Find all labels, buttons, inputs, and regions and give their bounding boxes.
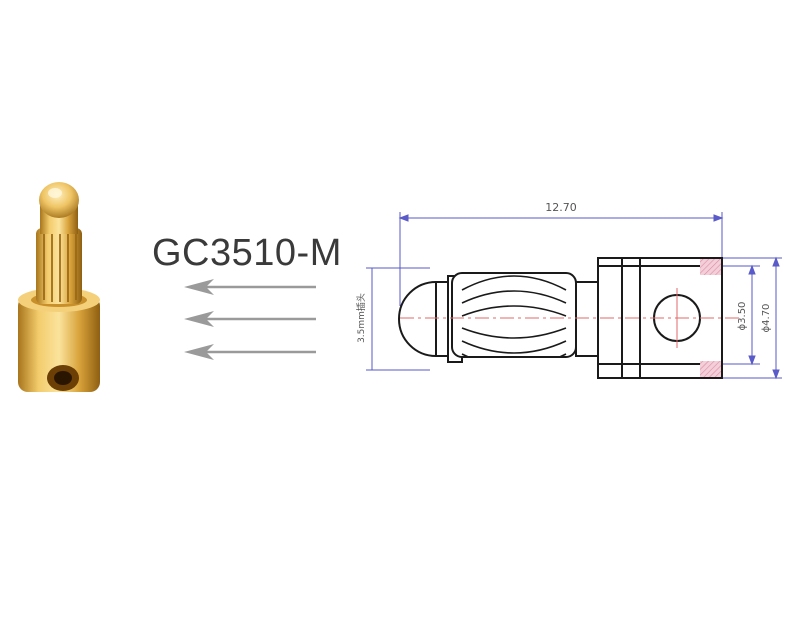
technical-drawing: 12.70 3.5mm插头 ϕ3.50 ϕ4.70 [355,201,782,380]
dim-outer-diameter: ϕ4.70 [761,304,772,333]
arrow-left-icon [184,311,316,327]
arrow-group [184,279,316,360]
dim-hole-diameter: ϕ3.50 [737,302,748,331]
hatch-bottom [700,361,721,377]
arrow-left-icon [184,279,316,295]
model-label: GC3510-M [152,232,342,274]
dim-pin-label: 3.5mm插头 [355,293,367,343]
hatch-top [700,259,721,275]
arrow-left-icon [184,344,316,360]
dimension-lines [366,212,782,380]
dim-overall-length: 12.70 [545,201,577,214]
spring-grooves [461,275,567,357]
connector-photo [18,182,100,392]
